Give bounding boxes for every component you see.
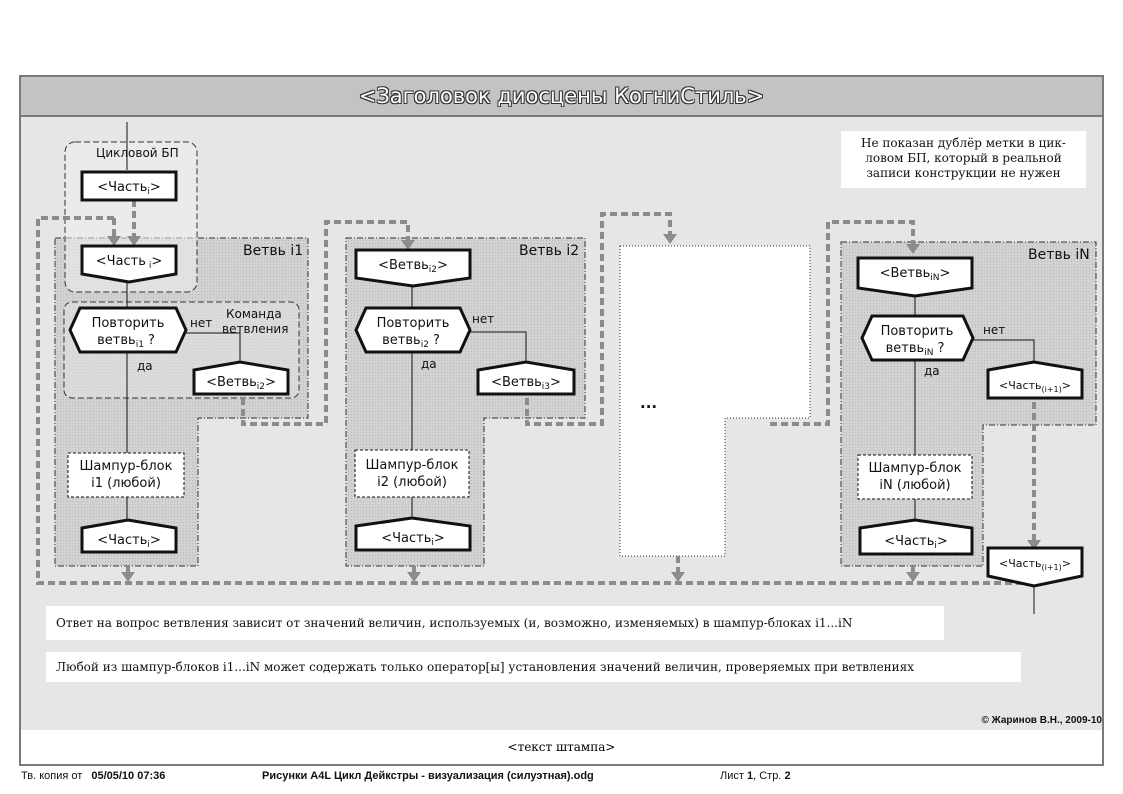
question-block-1 — [68, 306, 188, 354]
loop-arrow-main — [36, 200, 1036, 585]
part-bottom-1-label: <Частьi> — [97, 533, 161, 550]
goto-block-1 — [192, 360, 290, 396]
part-top-block — [80, 170, 178, 202]
branch-head-N-label: <ВетвьiN> — [880, 266, 951, 283]
cycle-label: Цикловой БП — [96, 146, 179, 160]
footer-copy: Тв. копия от 05/05/10 07:36 — [21, 770, 165, 782]
arrowhead — [127, 236, 141, 246]
question-block-2 — [354, 306, 472, 354]
flow-line — [973, 339, 1035, 362]
footer-page-num: 2 — [784, 770, 791, 782]
flow-line — [184, 332, 241, 362]
arrowhead — [1027, 540, 1041, 550]
exit-block-N — [986, 546, 1084, 588]
stamp-text: <текст штампа> — [19, 730, 1104, 766]
footer-file: Рисунки A4L Цикл Дейкстры - визуализация… — [262, 770, 594, 782]
arrow-elided-to-branchN — [770, 220, 915, 426]
question-1-line2: ветвьi1? — [97, 333, 155, 350]
arrowhead — [107, 236, 121, 246]
footer-sheet-num: 1 — [746, 770, 754, 782]
arrowhead — [121, 572, 135, 582]
goto-block-N — [986, 360, 1084, 400]
arrowhead — [906, 572, 920, 582]
part-bottom-2-label: <Частьi> — [381, 531, 445, 548]
goto-block-2 — [476, 360, 576, 396]
page-title: <Заголовок диосцены КогниСтиль> — [21, 77, 1102, 117]
branch2-panel — [345, 237, 586, 567]
shampur-block-1 — [67, 452, 185, 498]
goto-1-label: <Ветвьi2> — [206, 375, 276, 392]
goto-N-label: <Часть(i+1)> — [999, 379, 1071, 394]
branchN-title: Ветвь iN — [1028, 247, 1090, 263]
arrowhead — [663, 234, 677, 244]
yes-label-N: да — [924, 364, 940, 378]
branch-head-N — [856, 256, 974, 298]
info-note-line2: ловом БП, который в реальной — [865, 151, 1062, 165]
copyright: © Жаринов В.Н., 2009-10 — [982, 715, 1103, 726]
exit-N-label: <Часть(i+1)> — [999, 557, 1071, 572]
part-bottom-block-N — [858, 518, 974, 556]
shampur-2-line1: Шампур-блок — [366, 458, 459, 473]
shampur-1-line2: i1 (любой) — [91, 476, 161, 491]
yes-label-1: да — [137, 359, 153, 373]
flow-line — [470, 331, 527, 362]
branch-head-2 — [354, 248, 472, 288]
footer-sheet: Лист 1, Стр. 2 — [720, 770, 791, 782]
goto-2-label: <Ветвьi3> — [491, 375, 561, 392]
part-bottom-block-2 — [354, 516, 472, 552]
question-2-line1: Повторить — [377, 316, 450, 331]
info-note: Не показан дублёр метки в цик- ловом БП,… — [841, 131, 1086, 188]
arrowhead — [906, 244, 920, 254]
part-bottom-block-1 — [80, 518, 178, 554]
question-N-line1: Повторить — [881, 324, 954, 339]
note-branch-answer: Ответ на вопрос ветвления зависит от зна… — [46, 606, 944, 640]
arrowhead — [671, 572, 685, 582]
branch1-title: Ветвь i1 — [243, 243, 303, 259]
branch-head-2-label: <Ветвьi2> — [378, 258, 448, 275]
note-shampur-blocks: Любой из шампур-блоков i1...iN может сод… — [46, 652, 1021, 682]
branch2-title: Ветвь i2 — [519, 243, 579, 259]
part-second-block — [80, 244, 178, 284]
command-label-line1: Команда — [226, 307, 282, 321]
part-top-label: <Частьi> — [97, 180, 161, 197]
arrowhead — [407, 572, 421, 582]
question-1-line1: Повторить — [92, 316, 165, 331]
yes-label-2: да — [421, 357, 437, 371]
question-N-line2: ветвьiN? — [886, 341, 945, 358]
footer-page-label: , Стр. — [753, 770, 782, 782]
no-label-2: нет — [472, 312, 494, 326]
question-block-N — [860, 314, 975, 362]
arrowhead — [401, 240, 415, 250]
footer-copy-date: 05/05/10 07:36 — [91, 770, 166, 782]
shampur-block-2 — [354, 449, 470, 498]
shampur-N-line2: iN (любой) — [879, 478, 950, 493]
info-note-line3: записи конструкции не нужен — [866, 166, 1061, 180]
footer-copy-label: Тв. копия от — [21, 770, 83, 782]
shampur-2-line2: i2 (любой) — [377, 475, 447, 490]
command-label-line2: ветвления — [222, 322, 288, 336]
no-label-1: нет — [190, 316, 212, 330]
elided-ellipsis: ... — [640, 394, 657, 412]
info-note-line1: Не показан дублёр метки в цик- — [861, 136, 1066, 150]
shampur-1-line1: Шампур-блок — [80, 459, 173, 474]
no-label-N: нет — [983, 323, 1005, 337]
question-2-line2: ветвьi2? — [382, 333, 440, 350]
arrow-branch1-to-branch2 — [241, 220, 410, 426]
shampur-block-N — [857, 454, 973, 500]
shampur-N-line1: Шампур-блок — [869, 461, 962, 476]
part-bottom-N-label: <Частьi> — [884, 534, 948, 551]
footer-sheet-label: Лист — [720, 770, 744, 782]
elided-branch-panel — [619, 245, 811, 557]
footer-file-name: Рисунки A4L Цикл Дейкстры - визуализация… — [262, 770, 594, 782]
